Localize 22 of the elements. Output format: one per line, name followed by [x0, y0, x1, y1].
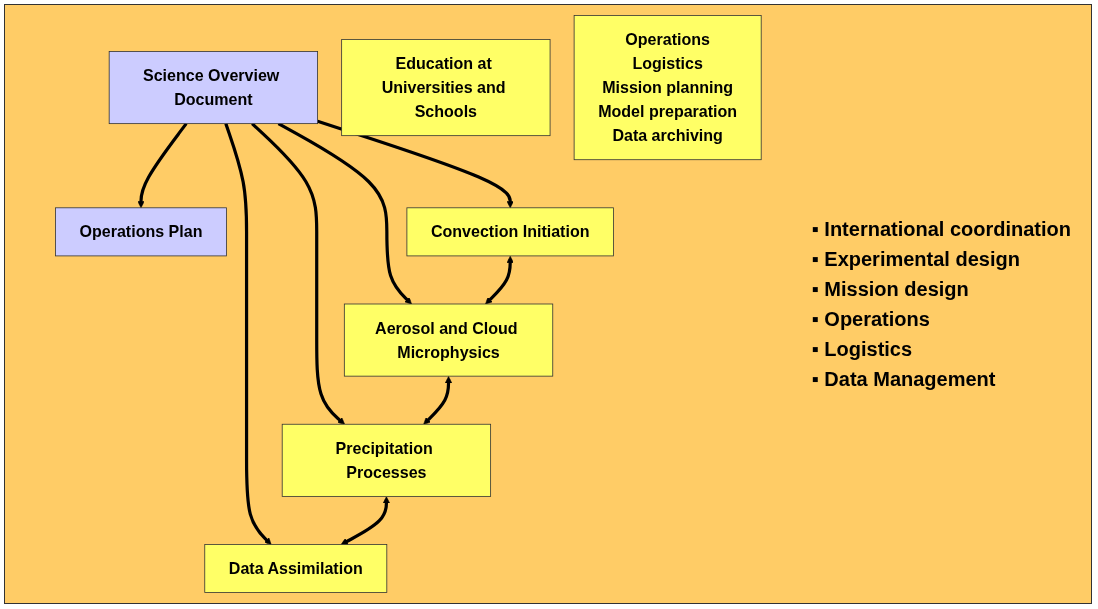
node-box: Aerosol and Cloud Microphysics — [343, 303, 554, 377]
arrow — [224, 123, 272, 545]
arrow — [277, 122, 412, 305]
bullet-item: ▪ Logistics — [811, 337, 914, 362]
node-box: Operations Plan — [55, 207, 227, 257]
arrow — [340, 496, 390, 545]
node-box: Precipitation Processes — [281, 423, 491, 497]
node-box: Convection Initiation — [406, 207, 614, 257]
bullet-item: ▪ Operations — [811, 307, 931, 332]
bullet-item: ▪ International coordination — [811, 217, 1071, 242]
arrow — [423, 376, 453, 425]
arrow — [251, 122, 345, 425]
node-box: Science Overview Document — [108, 51, 318, 125]
arrow — [137, 122, 188, 209]
arrow — [485, 255, 514, 305]
bullet-item: ▪ Data Management — [811, 367, 997, 392]
bullet-item: ▪ Mission design — [811, 277, 970, 302]
node-box: Data Assimilation — [204, 544, 388, 593]
node-box: Education at Universities and Schools — [341, 39, 551, 137]
node-box: Operations Logistics Mission planning Model preparation Data archiving — [573, 15, 762, 161]
arrow — [317, 119, 514, 209]
bullet-item: ▪ Experimental design — [811, 247, 1021, 272]
